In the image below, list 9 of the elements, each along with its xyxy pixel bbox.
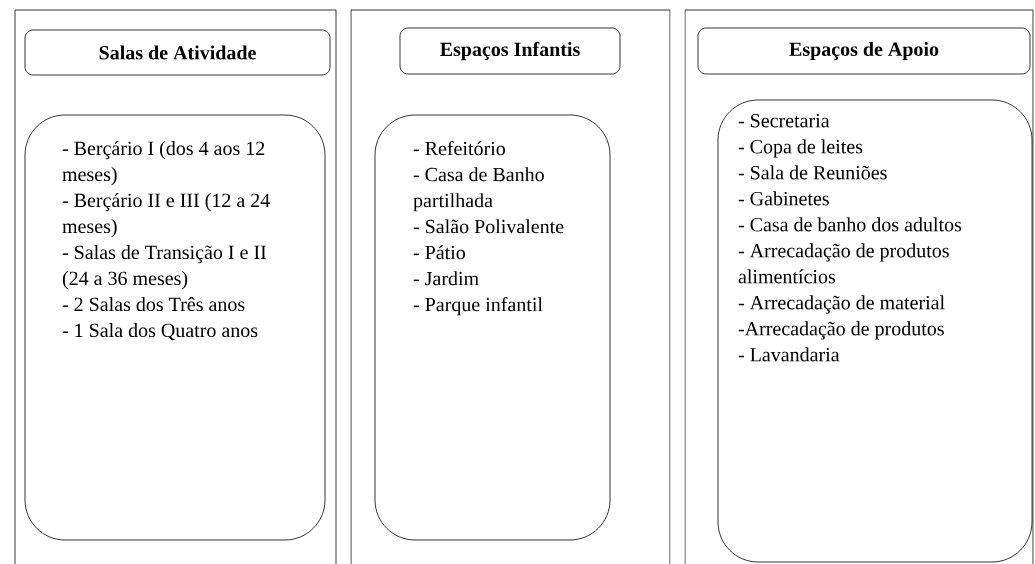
list-box: - Secretaria - Copa de leites - Sala de Reuniões - Gabinetes - Casa de banho dos adultos - Arrecadação de produtos alimentícios - Arrecadação de material -Arrecadação de produtos - Lavandaria [717, 99, 1033, 563]
panel-frame [684, 9, 1034, 564]
heading-box: Salas de Atividade [24, 29, 331, 76]
heading-box: Espaços Infantis [399, 27, 621, 75]
heading-box: Espaços de Apoio [697, 27, 1031, 75]
panel-frame [350, 9, 671, 564]
list-box: - Berçário I (dos 4 aos 12 meses) - Berçário II e III (12 a 24 meses) - Salas de Transição I e II (24 a 36 meses) - 2 Salas dos Três anos - 1 Sala dos Quatro anos [24, 114, 326, 541]
panel-frame [14, 9, 337, 564]
list-box: - Refeitório - Casa de Banho partilhada - Salão Polivalente - Pátio - Jardim - Parque infantil [374, 114, 611, 541]
